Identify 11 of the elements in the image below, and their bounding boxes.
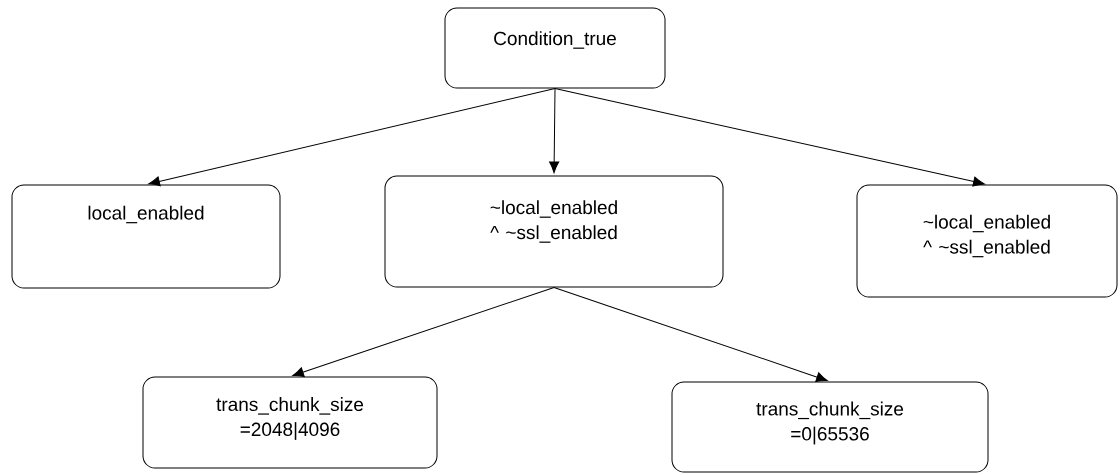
process-box: trans_chunk_size =2048|4096 [142,376,438,469]
process-box: ~local_enabled ^ ~ssl_enabled [384,175,724,288]
process-box: ~local_enabled ^ ~ssl_enabled [856,184,1118,298]
process-box: Condition_true [444,7,666,89]
arrow [148,88,556,187]
arrow [553,287,828,382]
arrow [554,88,985,187]
process-box: trans_chunk_size =0|65536 [671,381,989,473]
process-box: local_enabled [11,184,281,289]
arrow [292,287,555,378]
arrow [549,88,560,174]
